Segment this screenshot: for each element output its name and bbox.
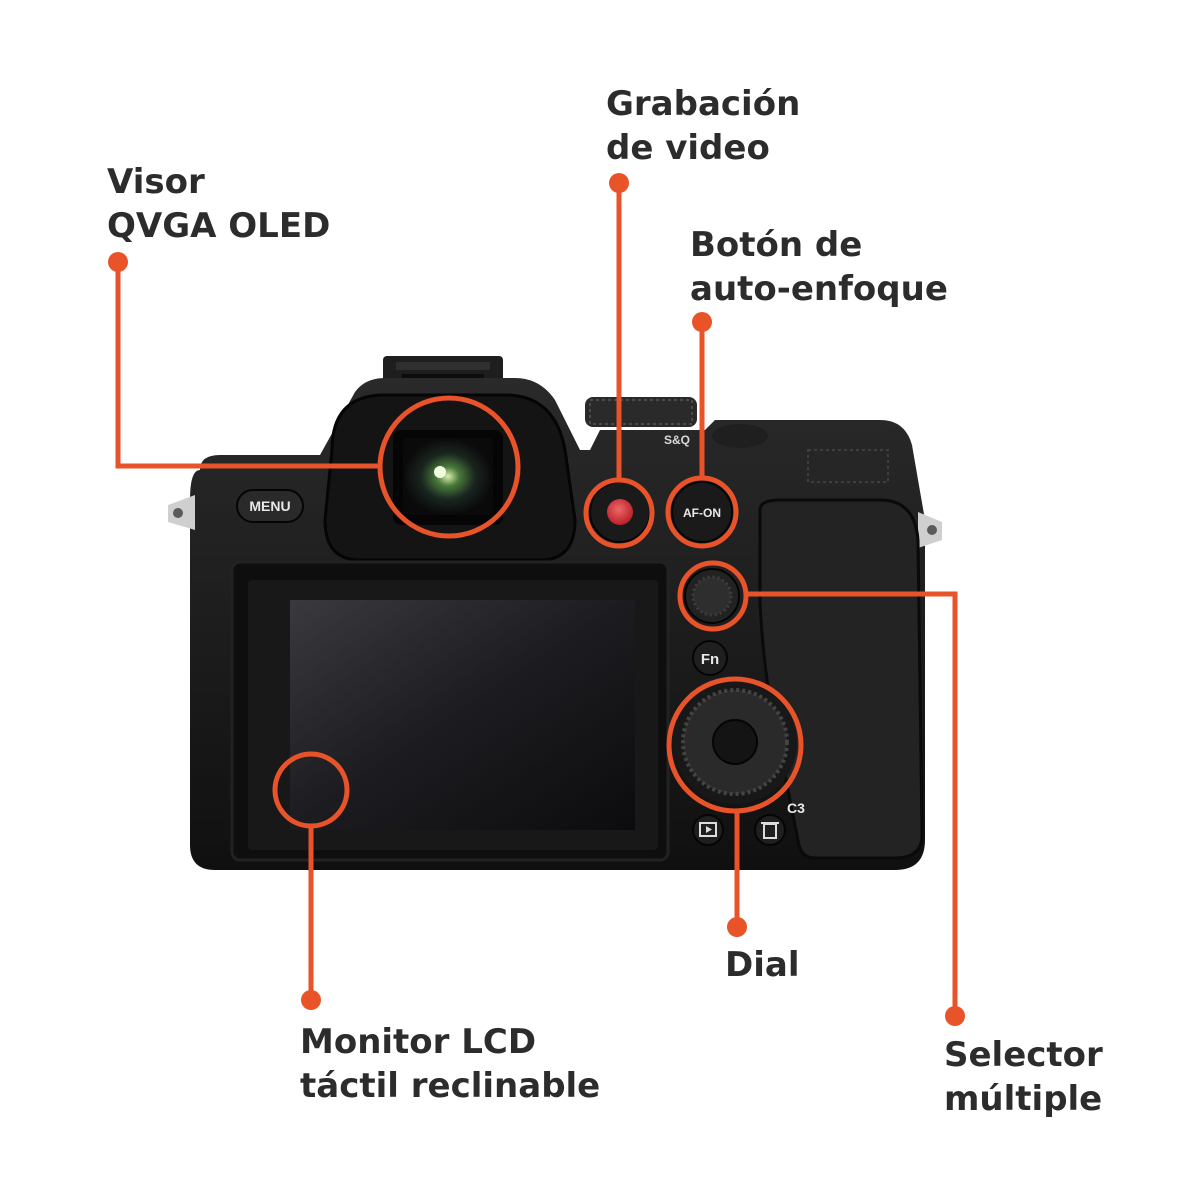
label-dial-line-1: Dial xyxy=(725,945,800,985)
label-visor-line-1: Visor xyxy=(107,162,205,202)
callout-selector xyxy=(677,560,965,1026)
mode-dial: S&Q xyxy=(585,397,697,447)
camera-grip xyxy=(758,498,924,860)
fn-button-label: Fn xyxy=(701,651,719,668)
movie-record-button[interactable] xyxy=(589,481,651,543)
fn-button[interactable]: Fn xyxy=(692,640,728,676)
playback-button[interactable] xyxy=(692,814,724,846)
rear-top-dial xyxy=(712,424,894,486)
mode-dial-mark: S&Q xyxy=(664,433,690,447)
label-grabacion-line-1: Grabación xyxy=(606,84,801,124)
delete-button[interactable] xyxy=(754,814,786,846)
lcd-monitor xyxy=(230,560,670,862)
label-grabacion-line-2: de video xyxy=(606,128,770,168)
menu-button-label: MENU xyxy=(249,498,290,514)
callout-autoenfoque xyxy=(665,312,739,549)
left-strap-lug xyxy=(168,495,195,530)
label-autoenfoque: Botón de auto-enfoque xyxy=(690,223,948,311)
control-wheel[interactable] xyxy=(673,680,797,804)
menu-button[interactable]: MENU xyxy=(236,489,304,523)
label-grabacion: Grabación de video xyxy=(606,82,800,170)
af-on-button[interactable]: AF-ON xyxy=(671,481,733,543)
label-visor: Visor QVGA OLED xyxy=(107,160,330,248)
callout-visor xyxy=(108,252,521,539)
label-selector-line-1: Selector xyxy=(944,1035,1103,1075)
label-monitor-line-2: táctil reclinable xyxy=(300,1066,601,1106)
label-monitor-line-1: Monitor LCD xyxy=(300,1022,537,1062)
label-dial: Dial xyxy=(725,943,799,987)
label-autoenfoque-line-2: auto-enfoque xyxy=(690,269,948,309)
multi-selector[interactable] xyxy=(684,568,740,624)
label-selector: Selector múltiple xyxy=(944,1033,1103,1121)
c3-button-label: C3 xyxy=(787,800,805,816)
label-selector-line-2: múltiple xyxy=(944,1079,1103,1119)
label-autoenfoque-line-1: Botón de xyxy=(690,225,863,265)
callout-monitor xyxy=(272,751,350,1010)
callout-grabacion xyxy=(583,173,655,549)
label-visor-line-2: QVGA OLED xyxy=(107,206,331,246)
af-on-button-label: AF-ON xyxy=(683,506,721,520)
right-strap-lug xyxy=(918,512,942,548)
callout-dial xyxy=(666,676,804,937)
label-monitor: Monitor LCD táctil reclinable xyxy=(300,1020,600,1108)
